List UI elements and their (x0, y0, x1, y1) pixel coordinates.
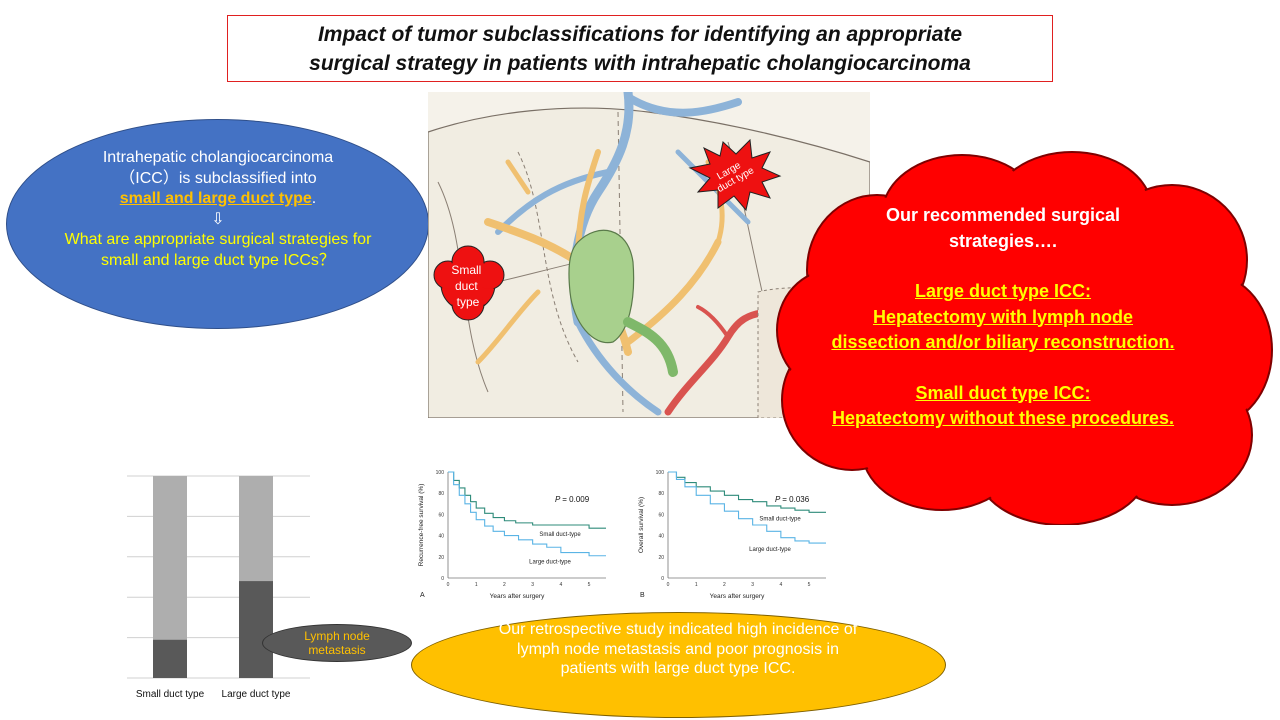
x-tick-label: 0 (447, 582, 450, 588)
series-large-duct-label: Large duct-type (749, 547, 791, 553)
down-arrow-icon: ⇩ (211, 210, 225, 228)
x-tick-label: 3 (531, 582, 534, 588)
panel-label: B (640, 592, 645, 599)
x-tick-label: 2 (503, 582, 506, 588)
bar-segment-metastasis (153, 639, 187, 678)
y-tick-label: 60 (658, 512, 664, 518)
series-large-duct-line (668, 471, 826, 544)
small-badge-line-3: type (457, 295, 480, 309)
conclusion-oval (411, 612, 946, 718)
intro-question: What are appropriate surgical strategies… (64, 231, 372, 269)
bar-segment-no-metastasis (153, 476, 187, 640)
y-tick-label: 0 (661, 576, 664, 582)
small-badge-line-1: Small (451, 263, 481, 277)
y-tick-label: 80 (438, 491, 444, 497)
y-tick-label: 20 (438, 555, 444, 561)
bar-segment-no-metastasis (239, 476, 273, 582)
intro-line-1: Intrahepatic cholangiocarcinoma (102, 149, 334, 166)
intro-text: Intrahepatic cholangiocarcinoma （ICC）is … (60, 148, 376, 271)
intro-oval (6, 119, 429, 329)
p-value: P = 0.036 (775, 495, 810, 504)
recommendation-text: Our recommended surgical strategies…. La… (830, 203, 1176, 432)
lymph-node-label: Lymph node metastasis (262, 624, 412, 662)
y-tick-label: 40 (658, 534, 664, 540)
x-axis-label: Years after surgery (490, 593, 545, 600)
y-tick-label: 20 (658, 555, 664, 561)
y-tick-label: 100 (656, 470, 665, 476)
title-line-1: Impact of tumor subclassifications for i… (317, 22, 963, 46)
svg-text:Small duct type: Small duct type (451, 263, 484, 309)
intro-line-2: （ICC）is subclassified into (119, 169, 317, 187)
large-duct-starburst (688, 138, 782, 212)
x-axis-label: Years after surgery (710, 593, 765, 600)
large-duct-title: Large duct type ICC: (914, 281, 1092, 301)
small-badge-line-2: duct (455, 279, 478, 293)
intro-highlight: small and large duct type (119, 190, 312, 207)
x-tick-label: 0 (667, 582, 670, 588)
lymph-label-line-1: Lymph node (304, 629, 370, 643)
intro-period: . (311, 190, 317, 207)
y-axis-label: Overall survival (%) (638, 497, 645, 553)
recommendation-heading: Our recommended surgical strategies…. (885, 205, 1121, 251)
bar-segment-metastasis (239, 581, 273, 678)
x-tick-label: 5 (808, 582, 811, 588)
p-value: P = 0.009 (555, 495, 590, 504)
x-tick-label: 3 (751, 582, 754, 588)
x-tick-label: 1 (475, 582, 478, 588)
conclusion-text: Our retrospective study indicated high i… (498, 621, 858, 677)
lymph-node-bar-chart: Small duct type Large duct type (127, 475, 310, 700)
title-box: Impact of tumor subclassifications for i… (227, 15, 1053, 82)
y-tick-label: 0 (441, 576, 444, 582)
x-tick-label: 5 (588, 582, 591, 588)
small-duct-body: Hepatectomy without these procedures. (831, 408, 1175, 428)
x-tick-label: 2 (723, 582, 726, 588)
y-tick-label: 60 (438, 512, 444, 518)
y-tick-label: 40 (438, 534, 444, 540)
series-large-duct-line (448, 471, 606, 557)
x-tick-label: 4 (779, 582, 782, 588)
lymph-label-line-2: metastasis (308, 643, 366, 657)
series-large-duct-label: Large duct-type (529, 560, 571, 566)
x-tick-label: 4 (559, 582, 562, 588)
small-duct-title: Small duct type ICC: (915, 382, 1091, 403)
bar-category-label: Large duct type (222, 689, 291, 700)
x-tick-label: 1 (695, 582, 698, 588)
panel-label: A (420, 592, 425, 599)
y-tick-label: 100 (436, 470, 445, 476)
y-axis-label: Recurrence-free survival (%) (418, 484, 425, 567)
title-line-2: surgical strategy in patients with intra… (309, 51, 971, 75)
bar-category-label: Small duct type (136, 689, 205, 700)
recommendation-cloud (776, 151, 1273, 525)
series-small-duct-label: Small duct-type (759, 516, 801, 522)
y-tick-label: 80 (658, 491, 664, 497)
series-small-duct-label: Small duct-type (539, 532, 581, 538)
small-duct-badge: Small duct type (433, 245, 505, 321)
large-duct-body: Hepatectomy with lymph node dissection a… (831, 306, 1175, 353)
series-small-duct-line (668, 471, 826, 513)
